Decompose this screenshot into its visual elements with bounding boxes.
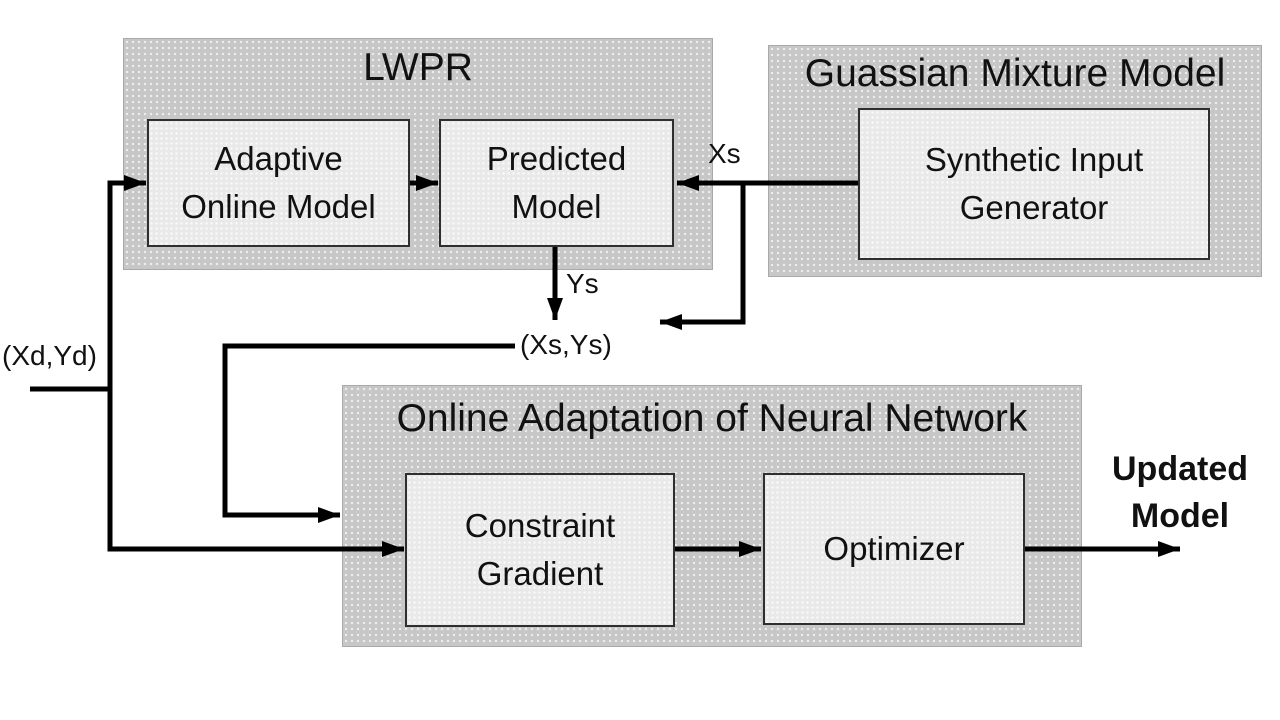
node-optimizer: Optimizer xyxy=(763,473,1025,625)
node-synthetic-input-generator-line1: Synthetic Input xyxy=(924,141,1144,179)
label-xs: Xs xyxy=(708,138,741,169)
label-xd-yd: (Xd,Yd) xyxy=(2,340,97,371)
node-predicted-model: Predicted Model xyxy=(439,119,674,247)
node-constraint-gradient-line1: Constraint xyxy=(464,507,616,545)
node-predicted-model-line1: Predicted xyxy=(486,140,627,178)
node-synthetic-input-generator: Synthetic Input Generator xyxy=(858,108,1210,260)
label-updated-model: Updated Model xyxy=(1092,446,1268,540)
node-synthetic-input-generator-line2: Generator xyxy=(959,189,1109,226)
arrow-xsys-to-online-adaptation xyxy=(222,343,515,523)
container-oann-title: Online Adaptation of Neural Network xyxy=(396,397,1028,440)
label-updated-model-line2: Model xyxy=(1130,496,1230,535)
label-xs-ys: (Xs,Ys) xyxy=(520,329,612,360)
node-predicted-model-line2: Model xyxy=(511,188,602,225)
arrow-xdyd-to-adaptive-and-constraint xyxy=(107,175,404,557)
label-ys: Ys xyxy=(566,268,599,299)
node-constraint-gradient: Constraint Gradient xyxy=(405,473,675,627)
node-adaptive-online-model-line1: Adaptive xyxy=(214,140,343,178)
container-gmm-title: Guassian Mixture Model xyxy=(804,52,1226,95)
container-lwpr-title: LWPR xyxy=(363,46,473,89)
node-optimizer-label: Optimizer xyxy=(823,530,965,568)
arrow-xs-branch-down xyxy=(660,183,746,330)
node-constraint-gradient-line2: Gradient xyxy=(476,555,604,592)
label-updated-model-line1: Updated xyxy=(1112,450,1248,488)
